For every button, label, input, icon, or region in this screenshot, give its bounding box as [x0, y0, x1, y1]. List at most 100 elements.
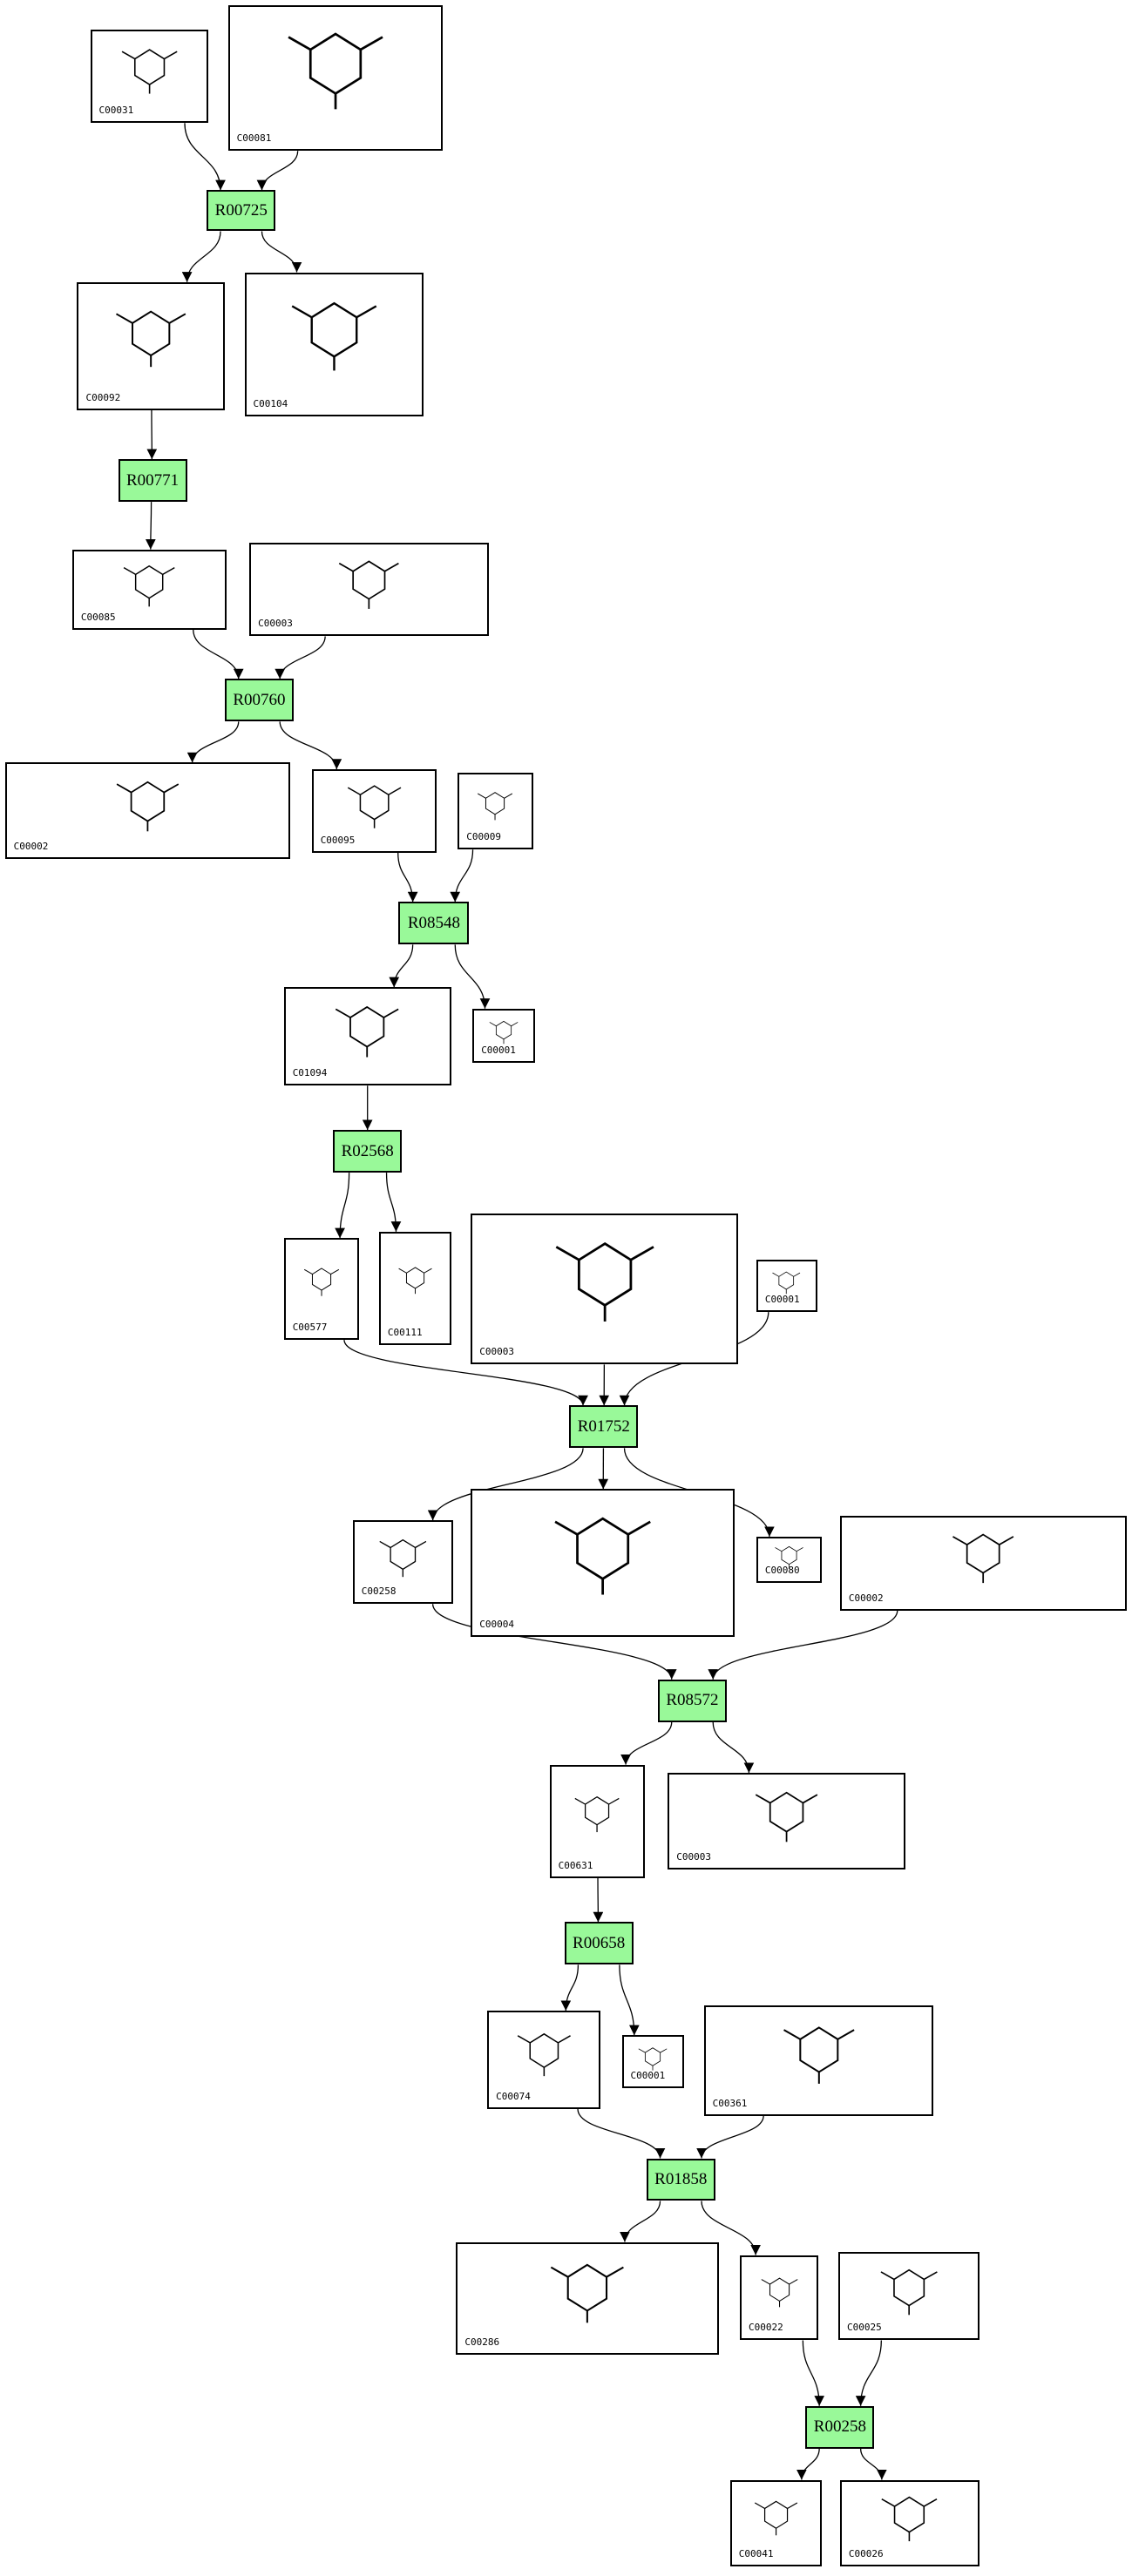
compound-id-label: C00003: [676, 1851, 711, 1863]
compound-node[interactable]: C00022: [740, 2255, 819, 2341]
chemical-structure-image: [121, 49, 178, 94]
reaction-node[interactable]: R00771: [118, 459, 187, 503]
edge-arrow: [335, 1173, 350, 1239]
chemical-structure-image: [291, 302, 376, 371]
compound-node[interactable]: C01094: [283, 987, 451, 1086]
compound-id-label: C00002: [13, 841, 49, 853]
reaction-node[interactable]: R02568: [333, 1130, 403, 1173]
compound-node[interactable]: C00092: [77, 281, 225, 410]
edge-arrow: [431, 1604, 677, 1680]
compound-id-label: C00286: [464, 2336, 500, 2349]
compound-node[interactable]: C00009: [458, 772, 533, 850]
compound-id-label: C00361: [712, 2097, 748, 2109]
compound-id-label: C00022: [749, 2322, 783, 2334]
compound-node[interactable]: C00095: [311, 768, 437, 853]
compound-id-label: C00002: [848, 1592, 884, 1604]
compound-node[interactable]: C00286: [456, 2241, 719, 2356]
edge-arrow: [620, 1721, 673, 1765]
compound-node[interactable]: C00001: [756, 1259, 817, 1313]
compound-id-label: C00004: [479, 1618, 515, 1630]
compound-id-label: C00081: [236, 132, 272, 145]
edge-arrow: [181, 231, 221, 282]
chemical-structure-image: [123, 565, 175, 607]
chemical-structure-image: [517, 2032, 571, 2076]
chemical-structure-image: [755, 1791, 818, 1842]
compound-id-label: C00111: [387, 1326, 423, 1338]
chemical-structure-image: [775, 1545, 803, 1569]
compound-node[interactable]: C00002: [4, 762, 291, 860]
compound-id-label: C00031: [98, 105, 134, 117]
compound-node[interactable]: C00026: [839, 2479, 979, 2567]
compound-id-label: C00003: [258, 618, 293, 630]
compound-node[interactable]: C00085: [71, 549, 227, 630]
compound-node[interactable]: C00025: [838, 2251, 979, 2341]
compound-node[interactable]: C00080: [756, 1537, 823, 1583]
edge-arrow: [184, 123, 226, 191]
chemical-structure-image: [303, 1268, 340, 1297]
edge-arrow: [275, 636, 326, 679]
edge-arrow: [696, 2115, 764, 2159]
compound-node[interactable]: C00003: [471, 1214, 739, 1365]
reaction-node[interactable]: R08572: [657, 1679, 727, 1722]
chemical-structure-image: [783, 2026, 855, 2085]
compound-node[interactable]: C00631: [549, 1764, 645, 1878]
edge-arrow: [560, 1964, 580, 2011]
compound-node[interactable]: C00002: [839, 1515, 1128, 1611]
edge-arrow: [859, 2448, 887, 2480]
compound-node[interactable]: C00003: [668, 1773, 906, 1870]
compound-node[interactable]: C00258: [352, 1520, 453, 1605]
edge-arrow: [855, 2340, 882, 2406]
chemical-structure-image: [555, 1241, 654, 1322]
edge-arrow: [279, 721, 342, 770]
edge-arrow: [397, 852, 418, 903]
compound-id-label: C00025: [847, 2322, 882, 2334]
compound-node[interactable]: C00074: [487, 2011, 601, 2110]
compound-node[interactable]: C00577: [283, 1238, 360, 1341]
chemical-structure-image: [379, 1538, 427, 1577]
compound-node[interactable]: C00001: [472, 1008, 535, 1063]
reaction-node[interactable]: R01858: [646, 2158, 715, 2201]
edge-arrow: [802, 2340, 825, 2406]
reaction-node[interactable]: R00658: [564, 1922, 634, 1965]
chemical-structure-image: [880, 2268, 938, 2315]
chemical-structure-image: [288, 32, 383, 110]
compound-id-label: C00026: [848, 2548, 884, 2560]
chemical-structure-image: [772, 1271, 801, 1295]
reaction-node[interactable]: R00258: [805, 2405, 875, 2449]
edge-arrow: [796, 2448, 820, 2480]
edge-arrow: [712, 1721, 755, 1774]
edge-arrow: [389, 944, 414, 988]
compound-node[interactable]: C00031: [90, 29, 209, 124]
compound-id-label: C00104: [253, 398, 288, 410]
edge-arrow: [193, 629, 244, 679]
compound-node[interactable]: C00001: [621, 2035, 685, 2088]
compound-id-label: C00085: [80, 611, 116, 623]
compound-node[interactable]: C00041: [729, 2479, 823, 2567]
chemical-structure-image: [638, 2047, 668, 2071]
compound-id-label: C01094: [292, 1067, 328, 1079]
chemical-structure-image: [574, 1795, 620, 1832]
reaction-node[interactable]: R01752: [569, 1405, 639, 1449]
compound-node[interactable]: C00361: [703, 2005, 934, 2116]
edge-arrow: [385, 1173, 402, 1232]
reaction-node[interactable]: R00725: [207, 190, 276, 232]
edge-arrow: [343, 1339, 588, 1406]
compound-id-label: C00631: [558, 1859, 593, 1871]
compound-node[interactable]: C00104: [244, 272, 424, 417]
reaction-node[interactable]: R00760: [224, 679, 294, 722]
compound-id-label: C00095: [320, 834, 356, 846]
edge-arrow: [619, 1964, 640, 2036]
compound-node[interactable]: C00111: [378, 1231, 451, 1345]
compound-node[interactable]: C00081: [227, 4, 444, 152]
chemical-structure-image: [116, 781, 180, 832]
compound-id-label: C00041: [738, 2548, 774, 2560]
compound-id-label: C00001: [481, 1044, 516, 1056]
compound-id-label: C00092: [85, 391, 121, 403]
reaction-node[interactable]: R08548: [398, 902, 470, 945]
compound-node[interactable]: C00003: [249, 543, 490, 637]
compound-id-label: C00001: [764, 1294, 800, 1306]
chemical-structure-image: [336, 1005, 400, 1058]
compound-node[interactable]: C00004: [471, 1489, 735, 1637]
chemical-structure-image: [115, 310, 186, 368]
